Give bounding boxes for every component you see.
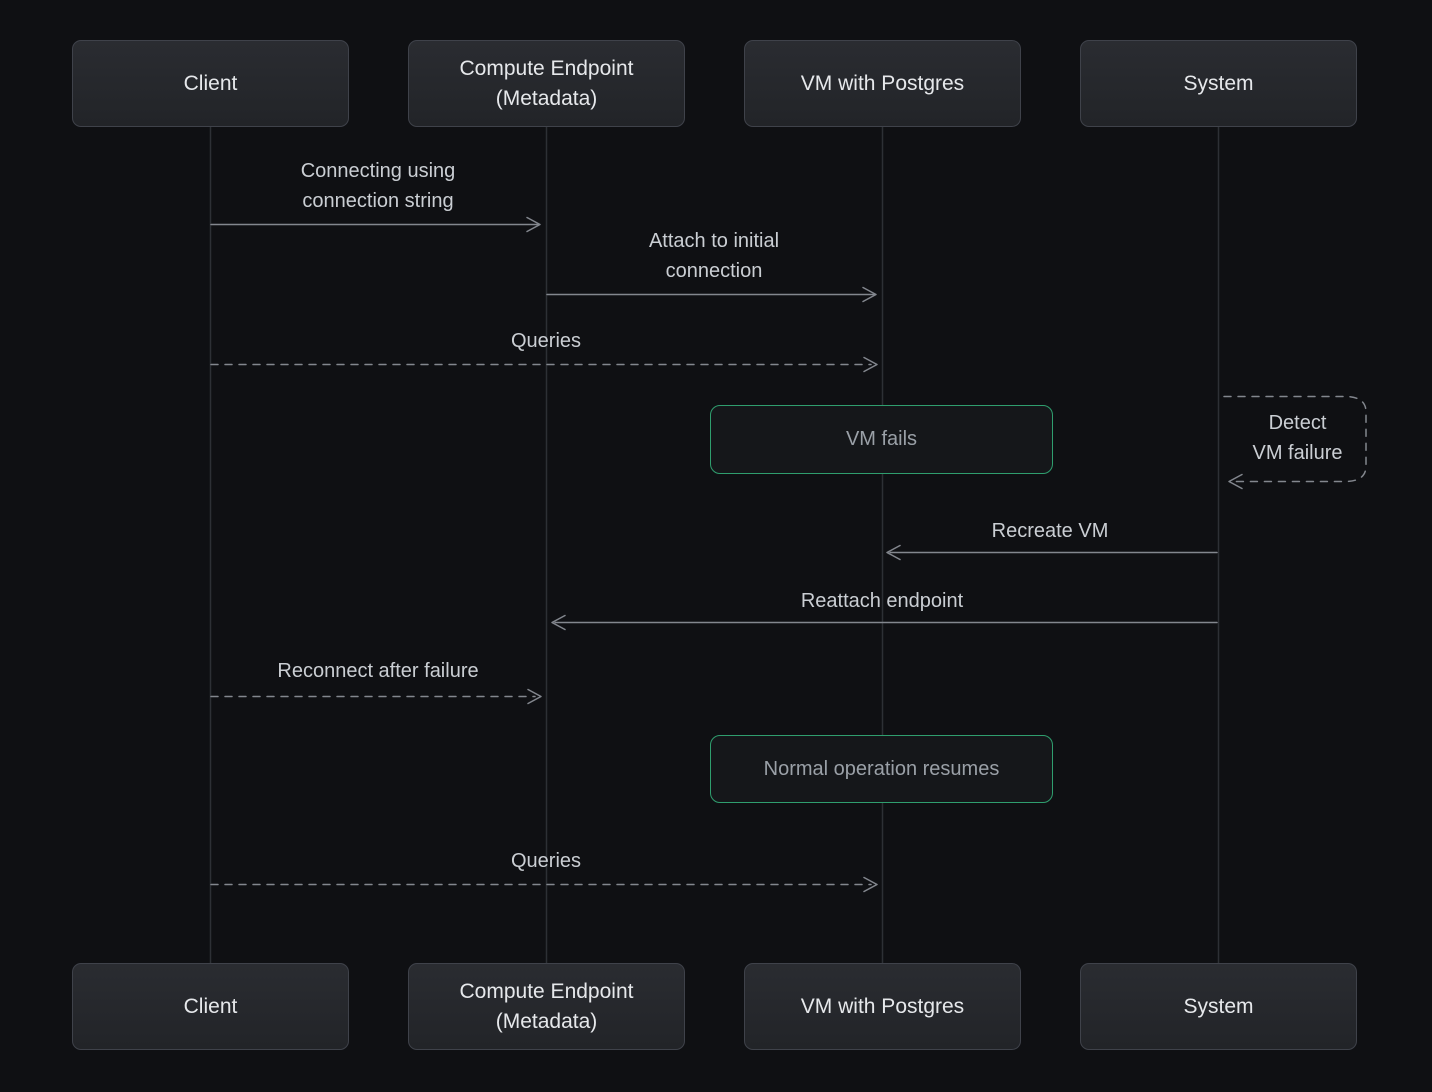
self-message-label-detect-vm-failure: Detect VM failure bbox=[1252, 412, 1343, 464]
participant-system-top: System bbox=[1080, 40, 1357, 127]
arrow-queries-2 bbox=[210, 876, 878, 893]
participant-vm-postgres-top: VM with Postgres bbox=[744, 40, 1021, 127]
participant-vm-postgres-bottom: VM with Postgres bbox=[744, 963, 1021, 1050]
message-label-queries-2: Queries bbox=[510, 850, 582, 872]
participant-compute-endpoint-bottom: Compute Endpoint (Metadata) bbox=[408, 963, 685, 1050]
message-label-queries-1: Queries bbox=[510, 330, 582, 352]
message-label-reattach-endpoint: Reattach endpoint bbox=[800, 590, 964, 612]
arrow-attach-to-initial-connection bbox=[546, 286, 877, 303]
message-label-reconnect-after-failure: Reconnect after failure bbox=[277, 660, 479, 682]
message-label-connecting-using-connection-string: Connecting using connection string bbox=[300, 160, 456, 212]
participant-client-bottom: Client bbox=[72, 963, 349, 1050]
message-label-recreate-vm: Recreate VM bbox=[991, 520, 1109, 542]
arrow-reattach-endpoint bbox=[551, 614, 1218, 631]
note-vm-fails: VM fails bbox=[710, 405, 1053, 474]
message-label-attach-to-initial-connection: Attach to initial connection bbox=[648, 230, 780, 282]
note-normal-operation-resumes: Normal operation resumes bbox=[710, 735, 1053, 803]
arrow-connecting-using-connection-string bbox=[210, 216, 541, 233]
participant-compute-endpoint-top: Compute Endpoint (Metadata) bbox=[408, 40, 685, 127]
arrow-reconnect-after-failure bbox=[210, 688, 542, 705]
arrow-queries-1 bbox=[210, 356, 878, 373]
arrow-recreate-vm bbox=[886, 544, 1218, 561]
participant-system-bottom: System bbox=[1080, 963, 1357, 1050]
participant-client-top: Client bbox=[72, 40, 349, 127]
arrow-detect-vm-failure-self bbox=[1223, 395, 1367, 490]
